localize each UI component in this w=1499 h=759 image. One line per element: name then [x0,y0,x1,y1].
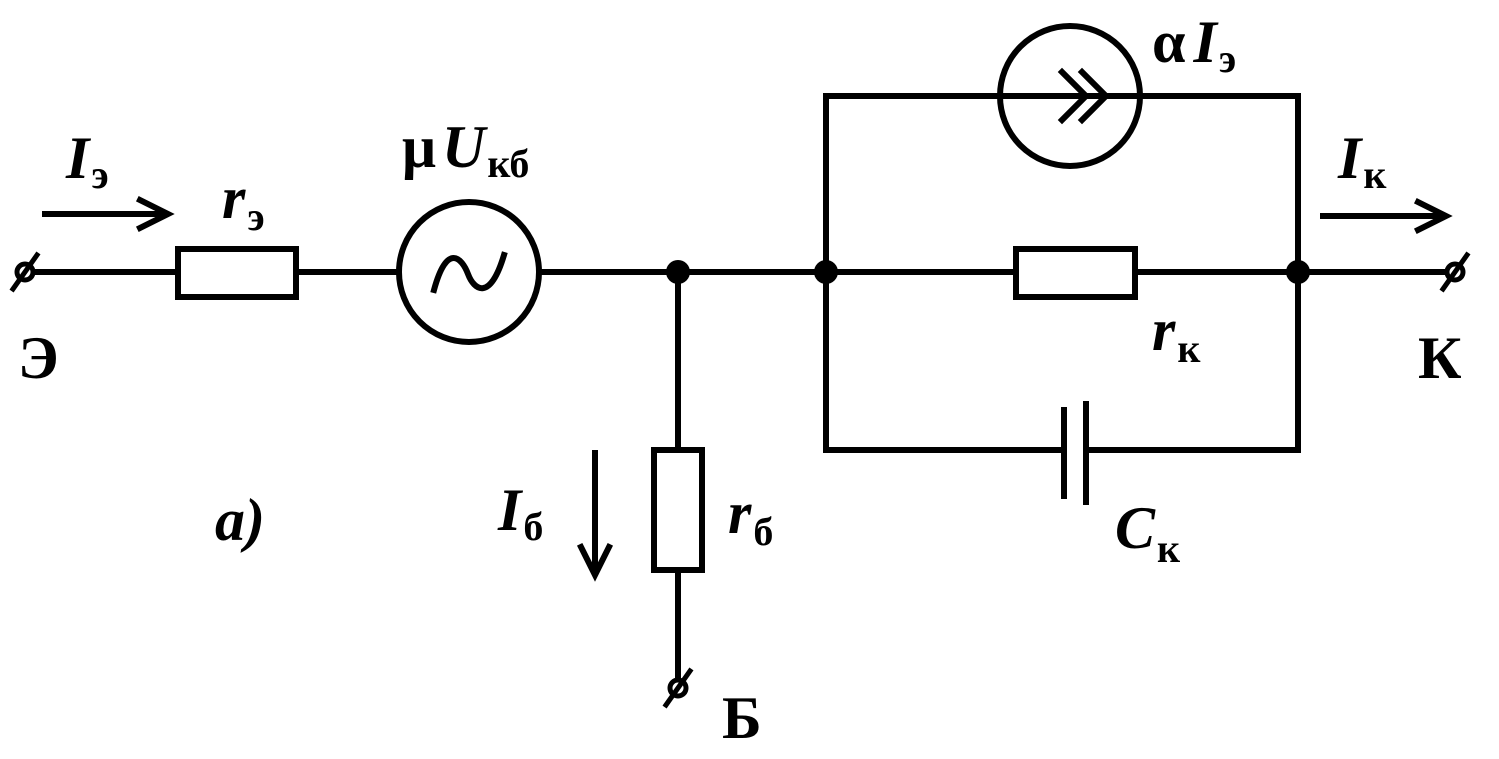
base-current-label: Iб [497,477,543,549]
junction-left-node [814,260,838,284]
terminal-emitter-label: Э [18,325,59,391]
junction-right-node [1286,260,1310,284]
emitter-resistor-label: rэ [222,165,265,239]
collector-resistor-icon [1013,246,1138,300]
collector-parallel-network [823,93,1301,453]
base-resistor-label: rб [728,480,773,554]
junction-base-node [666,260,690,284]
terminal-emitter-icon [9,251,41,293]
emitter-current-label: Iэ [65,125,109,197]
collector-capacitor-icon [1061,401,1089,505]
collector-current-label: Iк [1337,125,1386,197]
base-resistor-icon [651,447,705,573]
terminal-collector-icon [1439,251,1471,293]
collector-current-arrow-icon [1320,197,1453,235]
base-current-arrow-icon [576,450,614,582]
ac-voltage-source-icon [396,199,542,345]
collector-resistor-label: rк [1152,297,1200,371]
terminal-base-icon [662,667,694,709]
current-source-icon [997,23,1143,169]
terminal-base-label: Б [722,685,762,751]
emitter-current-arrow-icon [42,195,175,233]
terminal-collector-label: К [1418,325,1462,391]
junction-dots [666,260,1310,284]
collector-capacitor-label: Cк [1115,495,1180,571]
emitter-resistor-icon [175,246,299,300]
figure-tag: а) [215,487,265,553]
